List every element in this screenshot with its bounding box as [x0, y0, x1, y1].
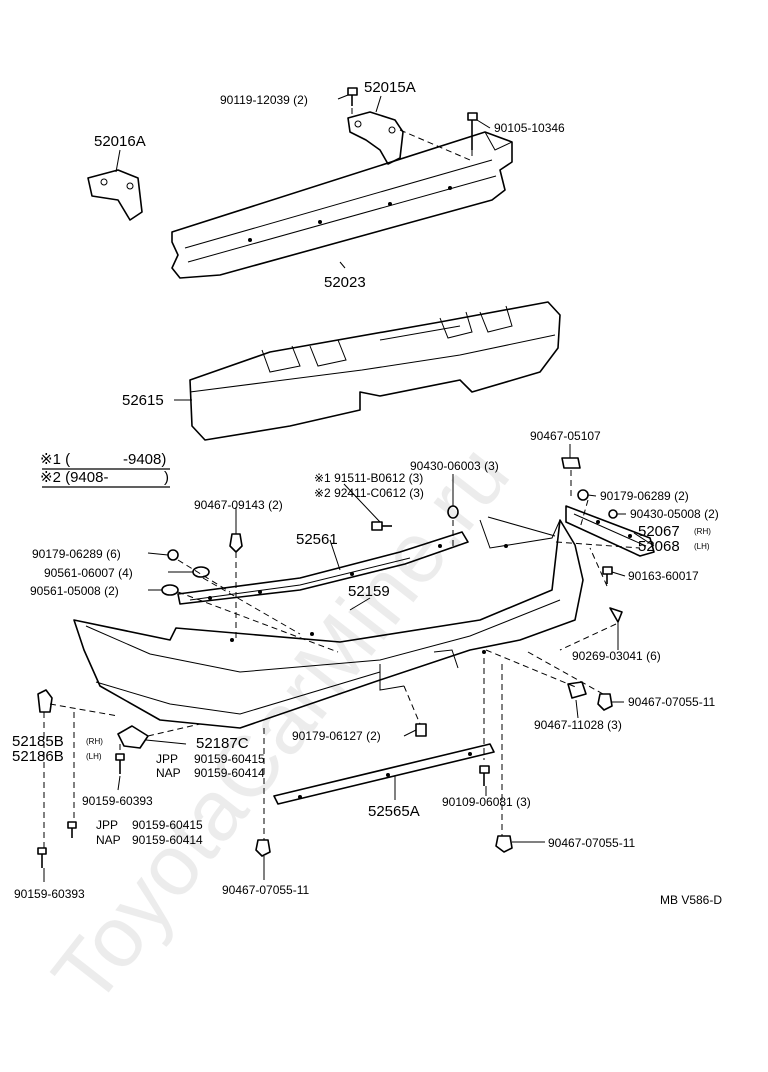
label-52023: 52023 — [324, 274, 366, 291]
side-bracket-52185B[interactable] — [37, 689, 53, 713]
label-90430-06003: 90430-06003 (3) — [410, 459, 499, 473]
label-52187C: 52187C — [196, 735, 249, 752]
label-90159-60415-lower: 90159-60415 — [132, 818, 203, 832]
nut-90179-06289-right[interactable] — [577, 489, 589, 501]
legend-2-mark: ※2 (9408- — [40, 469, 108, 486]
label-90561-05008: 90561-05008 (2) — [30, 584, 119, 598]
clip-90467-07055-bottom[interactable] — [495, 835, 513, 853]
bracket-52016A[interactable] — [87, 169, 143, 221]
screw-90269-03041[interactable] — [609, 607, 623, 623]
label-90467-07055-right: 90467-07055-11 — [628, 695, 716, 709]
label-90467-05107: 90467-05107 — [530, 429, 601, 443]
legend-1-value: -9408) — [123, 451, 166, 468]
label-52067: 52067 — [638, 523, 680, 540]
label-nap-lower: NAP — [96, 833, 121, 847]
watermark: ToyotaCarMine.ru — [34, 428, 528, 1022]
label-90159-60393-lower: 90159-60393 — [14, 887, 85, 901]
label-90109-06081: 90109-06081 (3) — [442, 795, 531, 809]
label-52185B-rh: (RH) — [86, 737, 103, 746]
retainer-52561[interactable] — [177, 531, 469, 605]
bracket-52015A[interactable] — [347, 111, 404, 165]
side-bracket-52187C[interactable] — [117, 725, 149, 749]
bolt-91511-92411[interactable] — [371, 521, 392, 531]
legend-1-mark: ※1 ( — [40, 451, 70, 468]
nut-90179-06289-left[interactable] — [167, 549, 179, 561]
label-52068-lh: (LH) — [694, 542, 710, 551]
screw-90109-06081[interactable] — [479, 765, 490, 786]
clip-90467-07055-center[interactable] — [255, 839, 271, 857]
label-52561: 52561 — [296, 531, 338, 548]
label-92411-C0612: ※2 92411-C0612 (3) — [314, 486, 424, 500]
label-90467-07055-center: 90467-07055-11 — [222, 883, 310, 897]
label-90467-09143: 90467-09143 (2) — [194, 498, 283, 512]
label-52185B: 52185B — [12, 733, 64, 750]
label-90119-12039: 90119-12039 (2) — [220, 93, 308, 107]
label-90105-10346: 90105-10346 — [494, 121, 565, 135]
screw-90163-60017[interactable] — [602, 566, 613, 584]
clip-90467-11028[interactable] — [567, 681, 587, 699]
label-52068: 52068 — [638, 538, 680, 555]
label-90179-06289-left: 90179-06289 (6) — [32, 547, 121, 561]
label-52186B-lh: (LH) — [86, 752, 102, 761]
label-nap-upper: NAP — [156, 766, 181, 780]
label-52615: 52615 — [122, 392, 164, 409]
bumper-cover-52159[interactable] — [73, 516, 584, 729]
label-90159-60414-upper: 90159-60414 — [194, 766, 265, 780]
screw-90159-60393-left[interactable] — [37, 847, 47, 868]
label-52067-rh: (RH) — [694, 527, 711, 536]
label-jpp-upper: JPP — [156, 752, 178, 766]
label-90561-06007: 90561-06007 (4) — [44, 566, 133, 580]
legend: ※1 ( -9408) ※2 (9408- ) — [40, 451, 170, 488]
label-52159: 52159 — [348, 583, 390, 600]
clip-90467-07055-right[interactable] — [597, 693, 613, 711]
bracket-52067-52068[interactable] — [565, 505, 655, 557]
label-52565A: 52565A — [368, 803, 420, 820]
legend-2-value: ) — [164, 469, 169, 486]
diagram-code: MB V586-D — [660, 893, 722, 907]
label-90467-07055-bottom: 90467-07055-11 — [548, 836, 636, 850]
label-90159-60393-upper: 90159-60393 — [82, 794, 153, 808]
reinforcement-52023[interactable] — [171, 131, 513, 279]
screw-90159-60415-lower[interactable] — [67, 821, 77, 838]
label-90159-60414-lower: 90159-60414 — [132, 833, 203, 847]
label-90269-03041: 90269-03041 (6) — [572, 649, 661, 663]
label-90467-11028: 90467-11028 (3) — [534, 718, 622, 732]
label-52015A: 52015A — [364, 79, 416, 96]
label-52186B: 52186B — [12, 748, 64, 765]
label-90430-05008: 90430-05008 (2) — [630, 507, 719, 521]
lower-retainer-52565A[interactable] — [273, 743, 495, 805]
screw-90159-60415-upper[interactable] — [115, 753, 125, 774]
absorber-52615[interactable] — [189, 301, 561, 441]
nut-90179-06127[interactable] — [415, 723, 427, 737]
bolt-90105-10346[interactable] — [467, 112, 478, 150]
label-jpp-lower: JPP — [96, 818, 118, 832]
label-52016A: 52016A — [94, 133, 146, 150]
label-90159-60415-upper: 90159-60415 — [194, 752, 265, 766]
label-90179-06289-right: 90179-06289 (2) — [600, 489, 689, 503]
clip-90467-05107[interactable] — [561, 457, 581, 469]
nut-90561-06007[interactable] — [192, 566, 210, 578]
label-91511-B0612: ※1 91511-B0612 (3) — [314, 471, 423, 485]
bolt-90119-12039[interactable] — [347, 87, 358, 106]
nut-90561-05008[interactable] — [161, 584, 179, 596]
nut-90430-05008[interactable] — [608, 509, 618, 519]
label-90179-06127: 90179-06127 (2) — [292, 729, 381, 743]
label-90163-60017: 90163-60017 — [628, 569, 699, 583]
clip-90467-09143[interactable] — [229, 533, 243, 553]
